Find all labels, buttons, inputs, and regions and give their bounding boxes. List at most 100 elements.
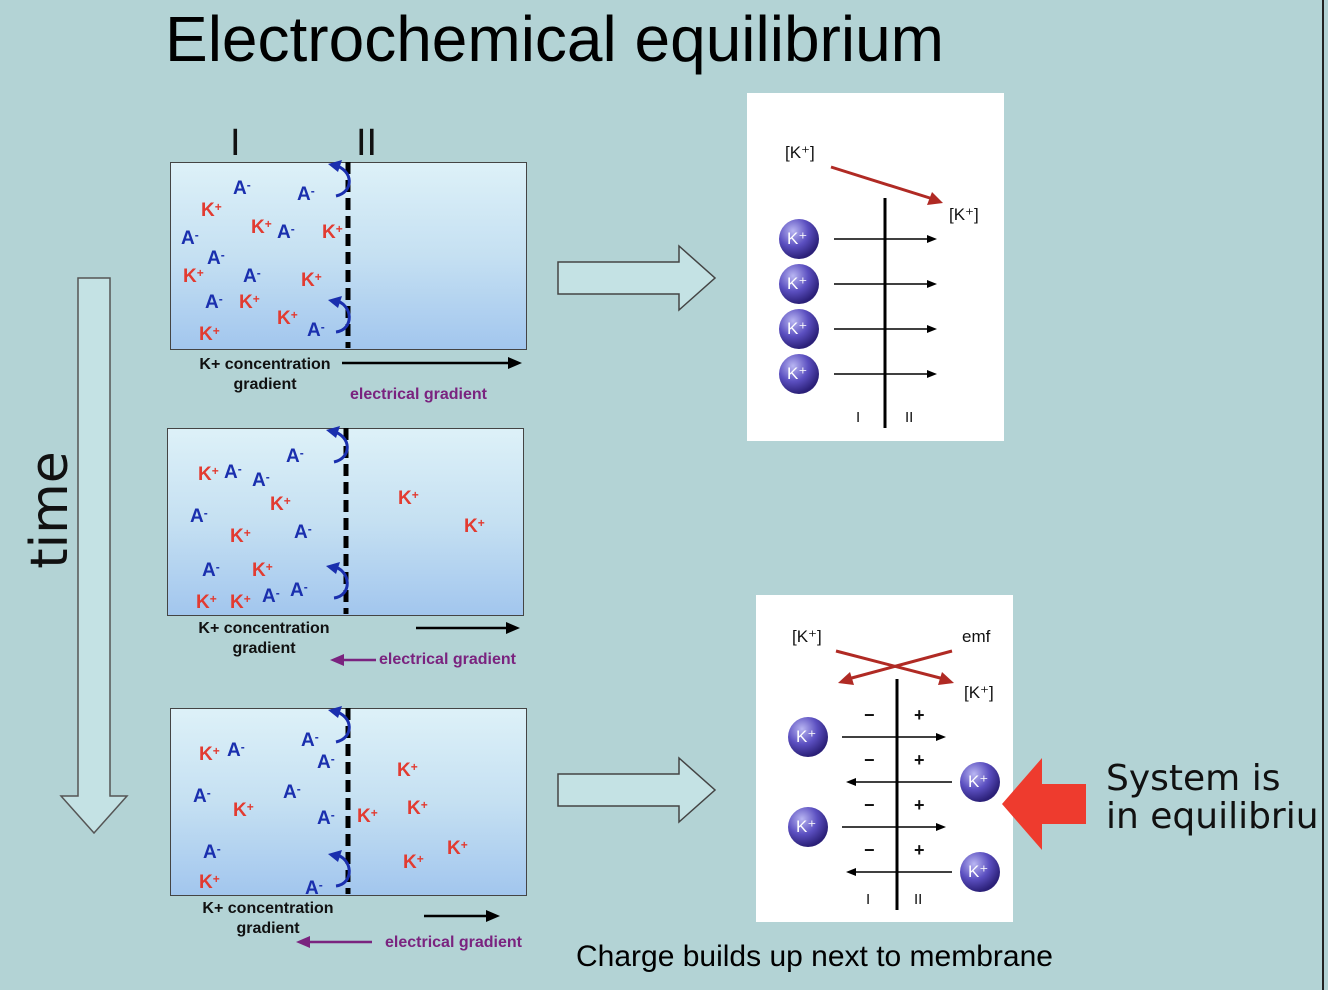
membrane-2	[326, 426, 349, 614]
electrical-gradient-arrow-3	[296, 936, 372, 948]
k-ion: K+	[230, 526, 251, 547]
k-ion: K+	[301, 270, 322, 291]
k-ion-icon: K⁺	[787, 319, 808, 338]
minus-sign: −	[864, 750, 875, 770]
k-ion: K+	[239, 292, 260, 313]
a-ion: A-	[262, 586, 280, 607]
conc-gradient-arrow-2	[416, 622, 520, 634]
membrane-3	[328, 706, 351, 894]
k-ion: K+	[322, 222, 343, 243]
a-ion: A-	[294, 522, 312, 543]
a-ion: A-	[181, 228, 199, 249]
conc-low-label: [K⁺]	[949, 205, 979, 224]
conc-gradient-red-arrow	[779, 165, 943, 428]
k-ion: K+	[201, 200, 222, 221]
plus-sign: +	[914, 705, 925, 725]
electrical-gradient-label-2: electrical gradient	[379, 651, 516, 668]
a-ion: A-	[317, 752, 335, 773]
electrical-gradient-label-3: electrical gradient	[385, 934, 522, 951]
a-ion: A-	[283, 782, 301, 803]
k-ion-icon: K⁺	[787, 229, 808, 248]
side-label-I: I	[856, 409, 861, 426]
side-label-II: II	[905, 409, 914, 426]
side-label-II: II	[356, 122, 378, 164]
ion-flow-panel-initial: [K⁺] [K⁺] K⁺ K⁺ K⁺ K⁺ I II	[747, 93, 1004, 441]
slide-border	[1322, 0, 1324, 990]
k-ion: K+	[403, 852, 424, 873]
side-label-I: I	[230, 122, 241, 164]
a-ion: A-	[317, 808, 335, 829]
k-ion: K+	[230, 592, 251, 613]
a-ion: A-	[202, 560, 220, 581]
plus-sign: +	[914, 840, 925, 860]
conc-low-label: [K⁺]	[964, 683, 994, 702]
a-ion: A-	[205, 292, 223, 313]
caption: Charge builds up next to membrane	[576, 940, 1053, 973]
slide-title: Electrochemical equilibrium	[165, 3, 944, 75]
a-ion: A-	[227, 740, 245, 761]
conc-gradient-arrow-1	[342, 357, 522, 369]
a-ion: A-	[252, 470, 270, 491]
a-ion: A-	[243, 266, 261, 287]
a-ion: A-	[305, 878, 323, 899]
k-ion-icon: K⁺	[787, 364, 808, 383]
a-ion: A-	[307, 320, 325, 341]
conc-high-label: [K⁺]	[785, 143, 815, 162]
a-ion: A-	[286, 446, 304, 467]
a-ion: A-	[203, 842, 221, 863]
k-ion: K+	[398, 488, 419, 509]
k-ion: K+	[357, 806, 378, 827]
k-ion: K+	[447, 838, 468, 859]
plus-sign: +	[914, 795, 925, 815]
minus-sign: −	[864, 840, 875, 860]
plus-sign: +	[914, 750, 925, 770]
k-ion: K+	[196, 592, 217, 613]
a-ion: A-	[193, 786, 211, 807]
k-ion-icon: K⁺	[796, 817, 817, 836]
time-arrow	[59, 277, 129, 835]
transition-arrow-bottom	[557, 756, 717, 824]
minus-sign: −	[864, 705, 875, 725]
k-ion-icon: K⁺	[968, 862, 989, 881]
k-ion: K+	[233, 800, 254, 821]
k-ion: K+	[199, 324, 220, 345]
k-ion: K+	[198, 464, 219, 485]
k-ion: K+	[183, 266, 204, 287]
side-label-I: I	[866, 891, 871, 908]
minus-sign: −	[864, 795, 875, 815]
k-ion: K+	[270, 494, 291, 515]
k-ion: K+	[407, 798, 428, 819]
k-ion: K+	[199, 872, 220, 893]
conc-high-label: [K⁺]	[792, 627, 822, 646]
a-ion: A-	[233, 178, 251, 199]
k-ion-icon: K⁺	[787, 274, 808, 293]
ion-flow-panel-equilibrium: [K⁺] emf [K⁺] K⁺ K⁺ K⁺ K⁺ − − − − +	[756, 595, 1013, 922]
equilibrium-note: System is in equilibriu	[1106, 758, 1319, 837]
k-ion: K+	[199, 744, 220, 765]
emf-label: emf	[962, 627, 991, 646]
membrane-1	[328, 160, 351, 348]
a-ion: A-	[297, 184, 315, 205]
side-label-II: II	[914, 891, 923, 908]
conc-gradient-arrow-3	[424, 910, 500, 922]
k-ion: K+	[277, 308, 298, 329]
k-ion: K+	[464, 516, 485, 537]
electrical-gradient-label-1: electrical gradient	[350, 386, 487, 403]
opposing-gradients-arrows	[788, 649, 1000, 910]
k-ion-icon: K⁺	[796, 727, 817, 746]
a-ion: A-	[290, 580, 308, 601]
a-ion: A-	[224, 462, 242, 483]
k-ion: K+	[251, 217, 272, 238]
a-ion: A-	[190, 506, 208, 527]
a-ion: A-	[277, 222, 295, 243]
k-ion: K+	[252, 560, 273, 581]
a-ion: A-	[301, 730, 319, 751]
equilibrium-pointer-arrow	[1002, 758, 1086, 850]
transition-arrow-top	[557, 244, 717, 312]
k-ion-icon: K⁺	[968, 772, 989, 791]
k-ion: K+	[397, 760, 418, 781]
electrical-gradient-arrow-2	[330, 654, 376, 666]
